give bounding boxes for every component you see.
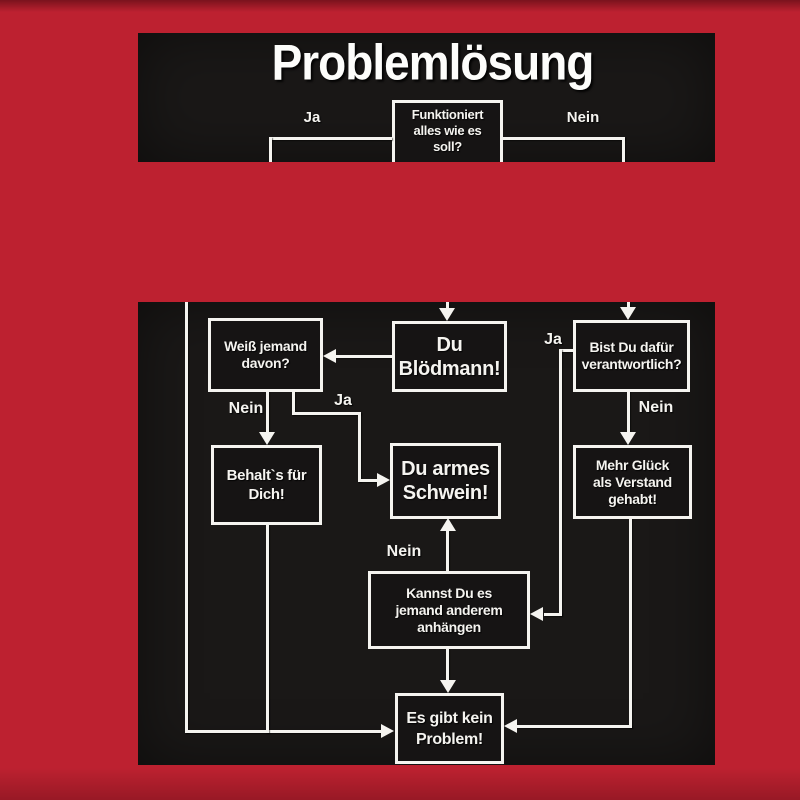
arrowhead-into-bloedmann-icon (439, 308, 455, 321)
flowchart-bottom-panel: Nein Ja Ja Nein Nein Weiß jemand davon? … (138, 302, 715, 765)
connector-line (627, 390, 630, 432)
edge-label-bist-ja: Ja (544, 331, 562, 348)
connector-line (266, 523, 269, 733)
connector-line (559, 349, 573, 352)
arrowhead-into-behalt-icon (259, 432, 275, 445)
flowchart-node-kannst: Kannst Du es jemand anderem anhängen (368, 571, 530, 649)
connector-line (559, 349, 562, 616)
arrowhead-into-problem-top-icon (440, 680, 456, 693)
connector-line (185, 730, 381, 733)
arrowhead-into-schwein-bottom-icon (440, 518, 456, 531)
arrowhead-into-weiss-icon (323, 349, 336, 363)
arrowhead-into-schwein-left-icon (377, 473, 390, 487)
connector-line (185, 302, 188, 733)
flowchart-node-problem: Es gibt kein Problem! (395, 693, 504, 764)
connector-line (446, 302, 449, 309)
edge-label-weiss-ja: Ja (334, 392, 352, 409)
flowchart-top-panel: Problemlösung Ja Nein Funktioniert alles… (138, 33, 715, 162)
page-title: Problemlösung (271, 34, 595, 91)
connector-line (622, 137, 625, 162)
flowchart-node-bist: Bist Du dafür verantwortlich? (573, 320, 690, 392)
edge-label-ja-top: Ja (303, 109, 321, 126)
flowchart-node-schwein: Du armes Schwein! (390, 443, 501, 519)
arrowhead-into-problem-left-icon (381, 724, 394, 738)
connector-line (517, 725, 632, 728)
connector-line (446, 648, 449, 681)
connector-line (266, 390, 269, 432)
connector-line (292, 412, 361, 415)
connector-line (269, 137, 272, 162)
flowchart-node-behalt: Behalt`s für Dich! (211, 445, 322, 525)
flowchart-node-funktioniert: Funktioniert alles wie es soll? (392, 100, 503, 162)
flowchart-node-bloedmann: Du Blödmann! (392, 321, 507, 392)
edge-label-bist-nein: Nein (638, 399, 674, 416)
arrowhead-into-bist-icon (620, 307, 636, 320)
connector-line (358, 479, 377, 482)
edge-label-kannst-nein: Nein (386, 543, 422, 560)
arrowhead-into-glueck-icon (620, 432, 636, 445)
flowchart-node-glueck: Mehr Glück als Verstand gehabt! (573, 445, 692, 519)
connector-line (544, 613, 562, 616)
arrowhead-into-problem-right-icon (504, 719, 517, 733)
connector-line (627, 302, 630, 309)
connector-line (503, 137, 625, 140)
edge-label-weiss-nein: Nein (228, 400, 264, 417)
connector-line (446, 531, 449, 571)
connector-line (629, 517, 632, 728)
edge-label-nein-top: Nein (566, 109, 600, 126)
connector-line (292, 390, 295, 415)
connector-line (336, 355, 392, 358)
connector-line (269, 137, 392, 140)
flowchart-node-weiss: Weiß jemand davon? (208, 318, 323, 392)
arrowhead-into-kannst-icon (530, 607, 543, 621)
connector-line (358, 412, 361, 482)
